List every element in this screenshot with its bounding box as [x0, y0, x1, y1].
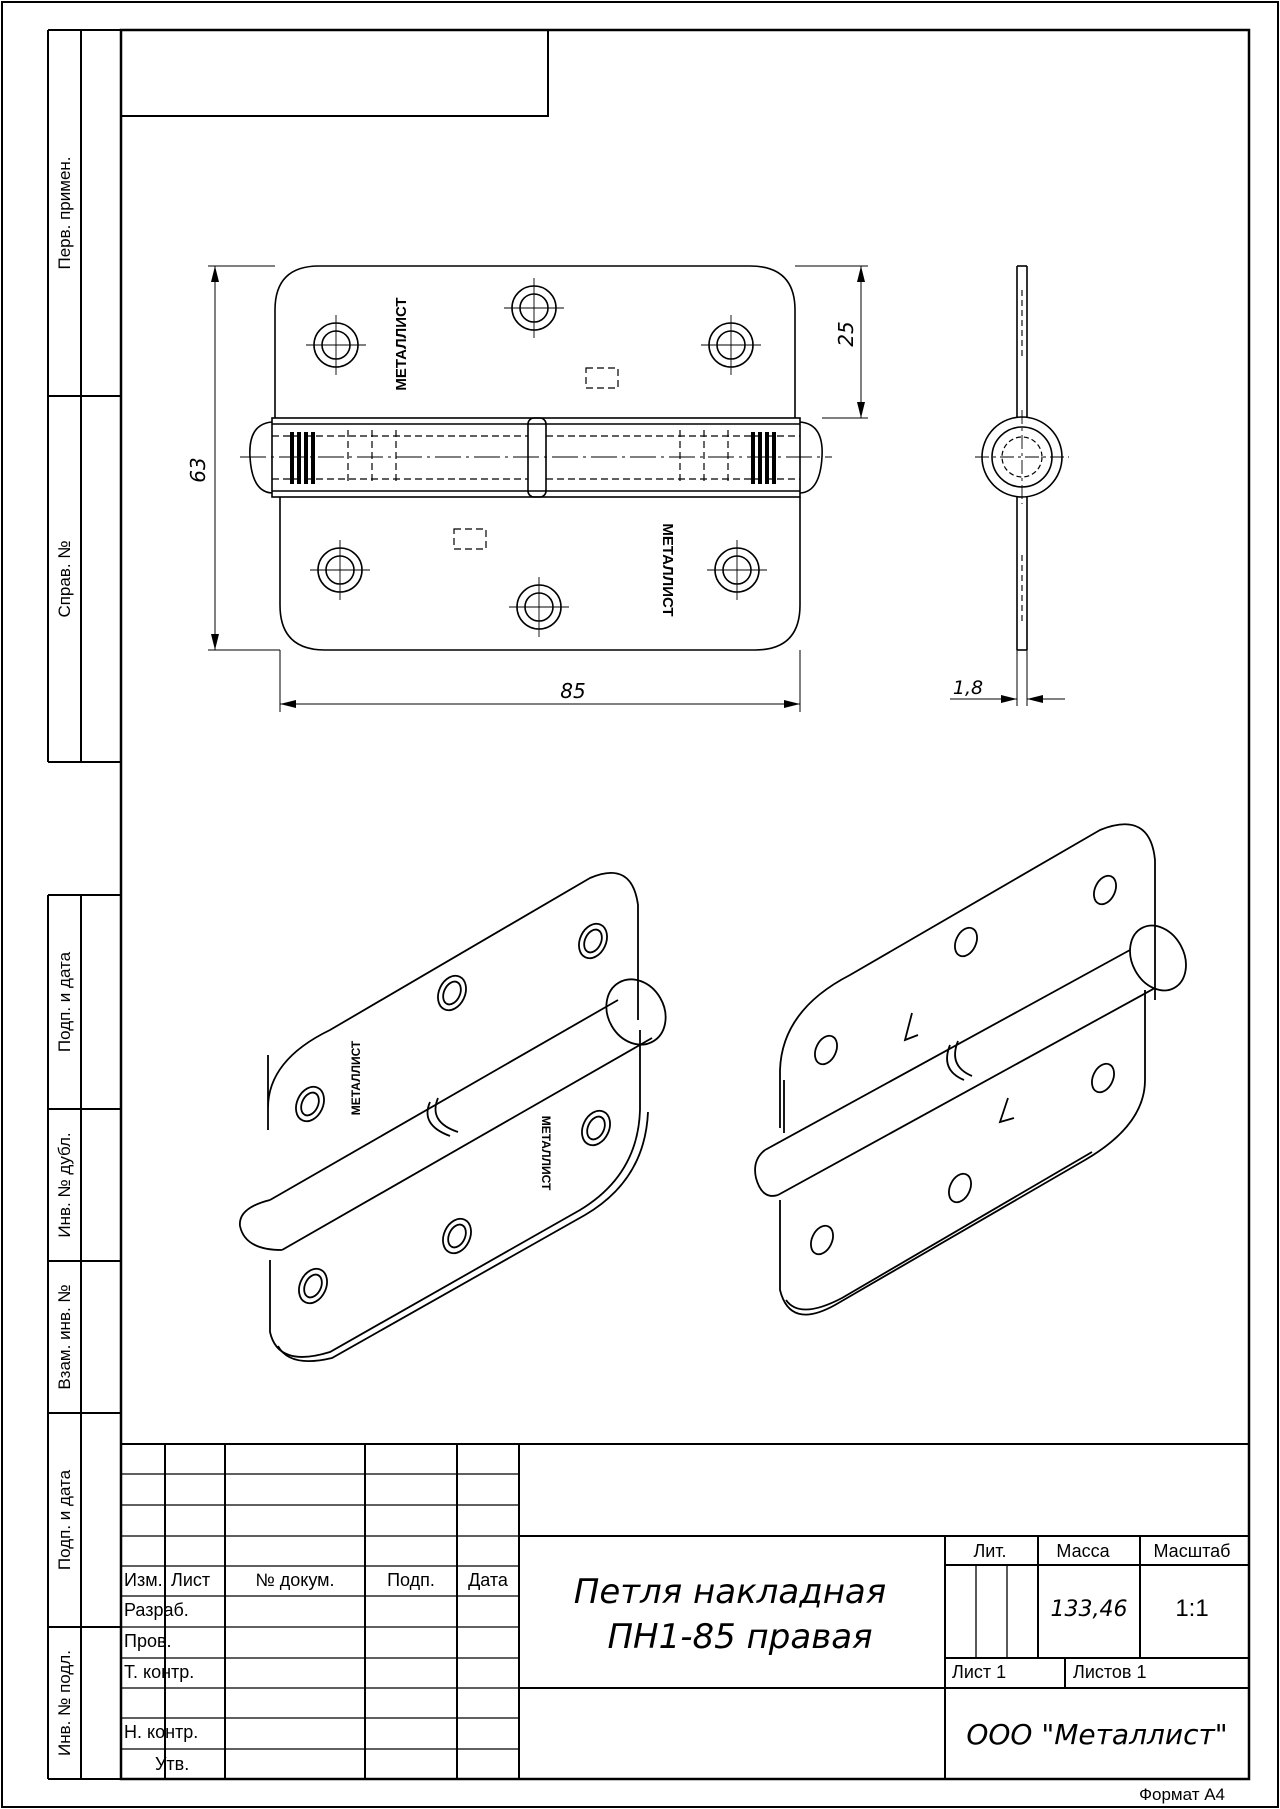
title-block-grid	[121, 1443, 1249, 1779]
side-strip	[47, 29, 121, 1780]
side-label-inv-podl: Инв. № подл.	[55, 1650, 74, 1756]
dimension-arrows-front	[211, 266, 865, 708]
row-razrab: Разраб.	[124, 1600, 189, 1620]
col-izm: Изм.	[124, 1570, 163, 1590]
col-data: Дата	[468, 1570, 509, 1590]
dimension-lines-front	[208, 265, 868, 712]
lit-label: Лит.	[973, 1541, 1006, 1561]
dim-height-value: 63	[186, 457, 210, 482]
side-view	[950, 265, 1069, 706]
dim-thickness-value: 1,8	[953, 677, 983, 699]
brand-mark-lower-leaf: МЕТАЛЛИСТ	[659, 523, 676, 616]
drawing-title-line1: Петля накладная	[574, 1572, 886, 1612]
side-label-podp-data-upper: Подп. и дата	[55, 951, 74, 1052]
col-podp: Подп.	[387, 1570, 435, 1590]
row-tkontr: Т. контр.	[124, 1662, 194, 1682]
massa-label: Масса	[1056, 1541, 1110, 1561]
col-list: Лист	[171, 1570, 210, 1590]
row-utv: Утв.	[155, 1754, 189, 1774]
knuckle-serrations-left	[290, 432, 315, 484]
isometric-view-left	[239, 872, 667, 1362]
row-prov: Пров.	[124, 1631, 172, 1651]
brand-mark-iso-left-lower: МЕТАЛЛИСТ	[539, 1116, 553, 1191]
dim-width-value: 85	[560, 679, 585, 703]
sheet-number: Лист 1	[952, 1662, 1006, 1682]
side-label-sprav-no: Справ. №	[55, 540, 74, 617]
screw-holes-front	[306, 278, 767, 637]
side-label-inv-dubl: Инв. № дубл.	[55, 1132, 74, 1237]
front-view	[240, 265, 832, 651]
title-block-thin-grid	[121, 1473, 1008, 1750]
knuckle-serrations-right	[751, 432, 776, 484]
company-name: ООО "Металлист"	[966, 1718, 1227, 1751]
side-label-podp-data-lower: Подп. и дата	[55, 1469, 74, 1570]
row-nkontr: Н. контр.	[124, 1722, 198, 1742]
dim-axis-value: 25	[834, 321, 858, 346]
brand-mark-iso-left-upper: МЕТАЛЛИСТ	[349, 1040, 363, 1115]
side-label-perv-primen: Перв. примен.	[55, 156, 74, 269]
side-label-vzam-inv: Взам. инв. №	[55, 1284, 74, 1389]
isometric-view-right	[754, 823, 1187, 1316]
col-dokum: № докум.	[255, 1570, 334, 1590]
massa-value: 133,46	[1051, 1597, 1128, 1622]
masshtab-value: 1:1	[1175, 1595, 1208, 1622]
sheet-count: Листов 1	[1073, 1662, 1147, 1682]
drawing-title-line2: ПН1-85 правая	[607, 1617, 872, 1657]
brand-mark-upper-leaf: МЕТАЛЛИСТ	[393, 297, 410, 390]
format-label: Формат А4	[1139, 1785, 1225, 1804]
masshtab-label: Масштаб	[1153, 1541, 1230, 1561]
dimension-arrows-side	[1001, 695, 1043, 703]
